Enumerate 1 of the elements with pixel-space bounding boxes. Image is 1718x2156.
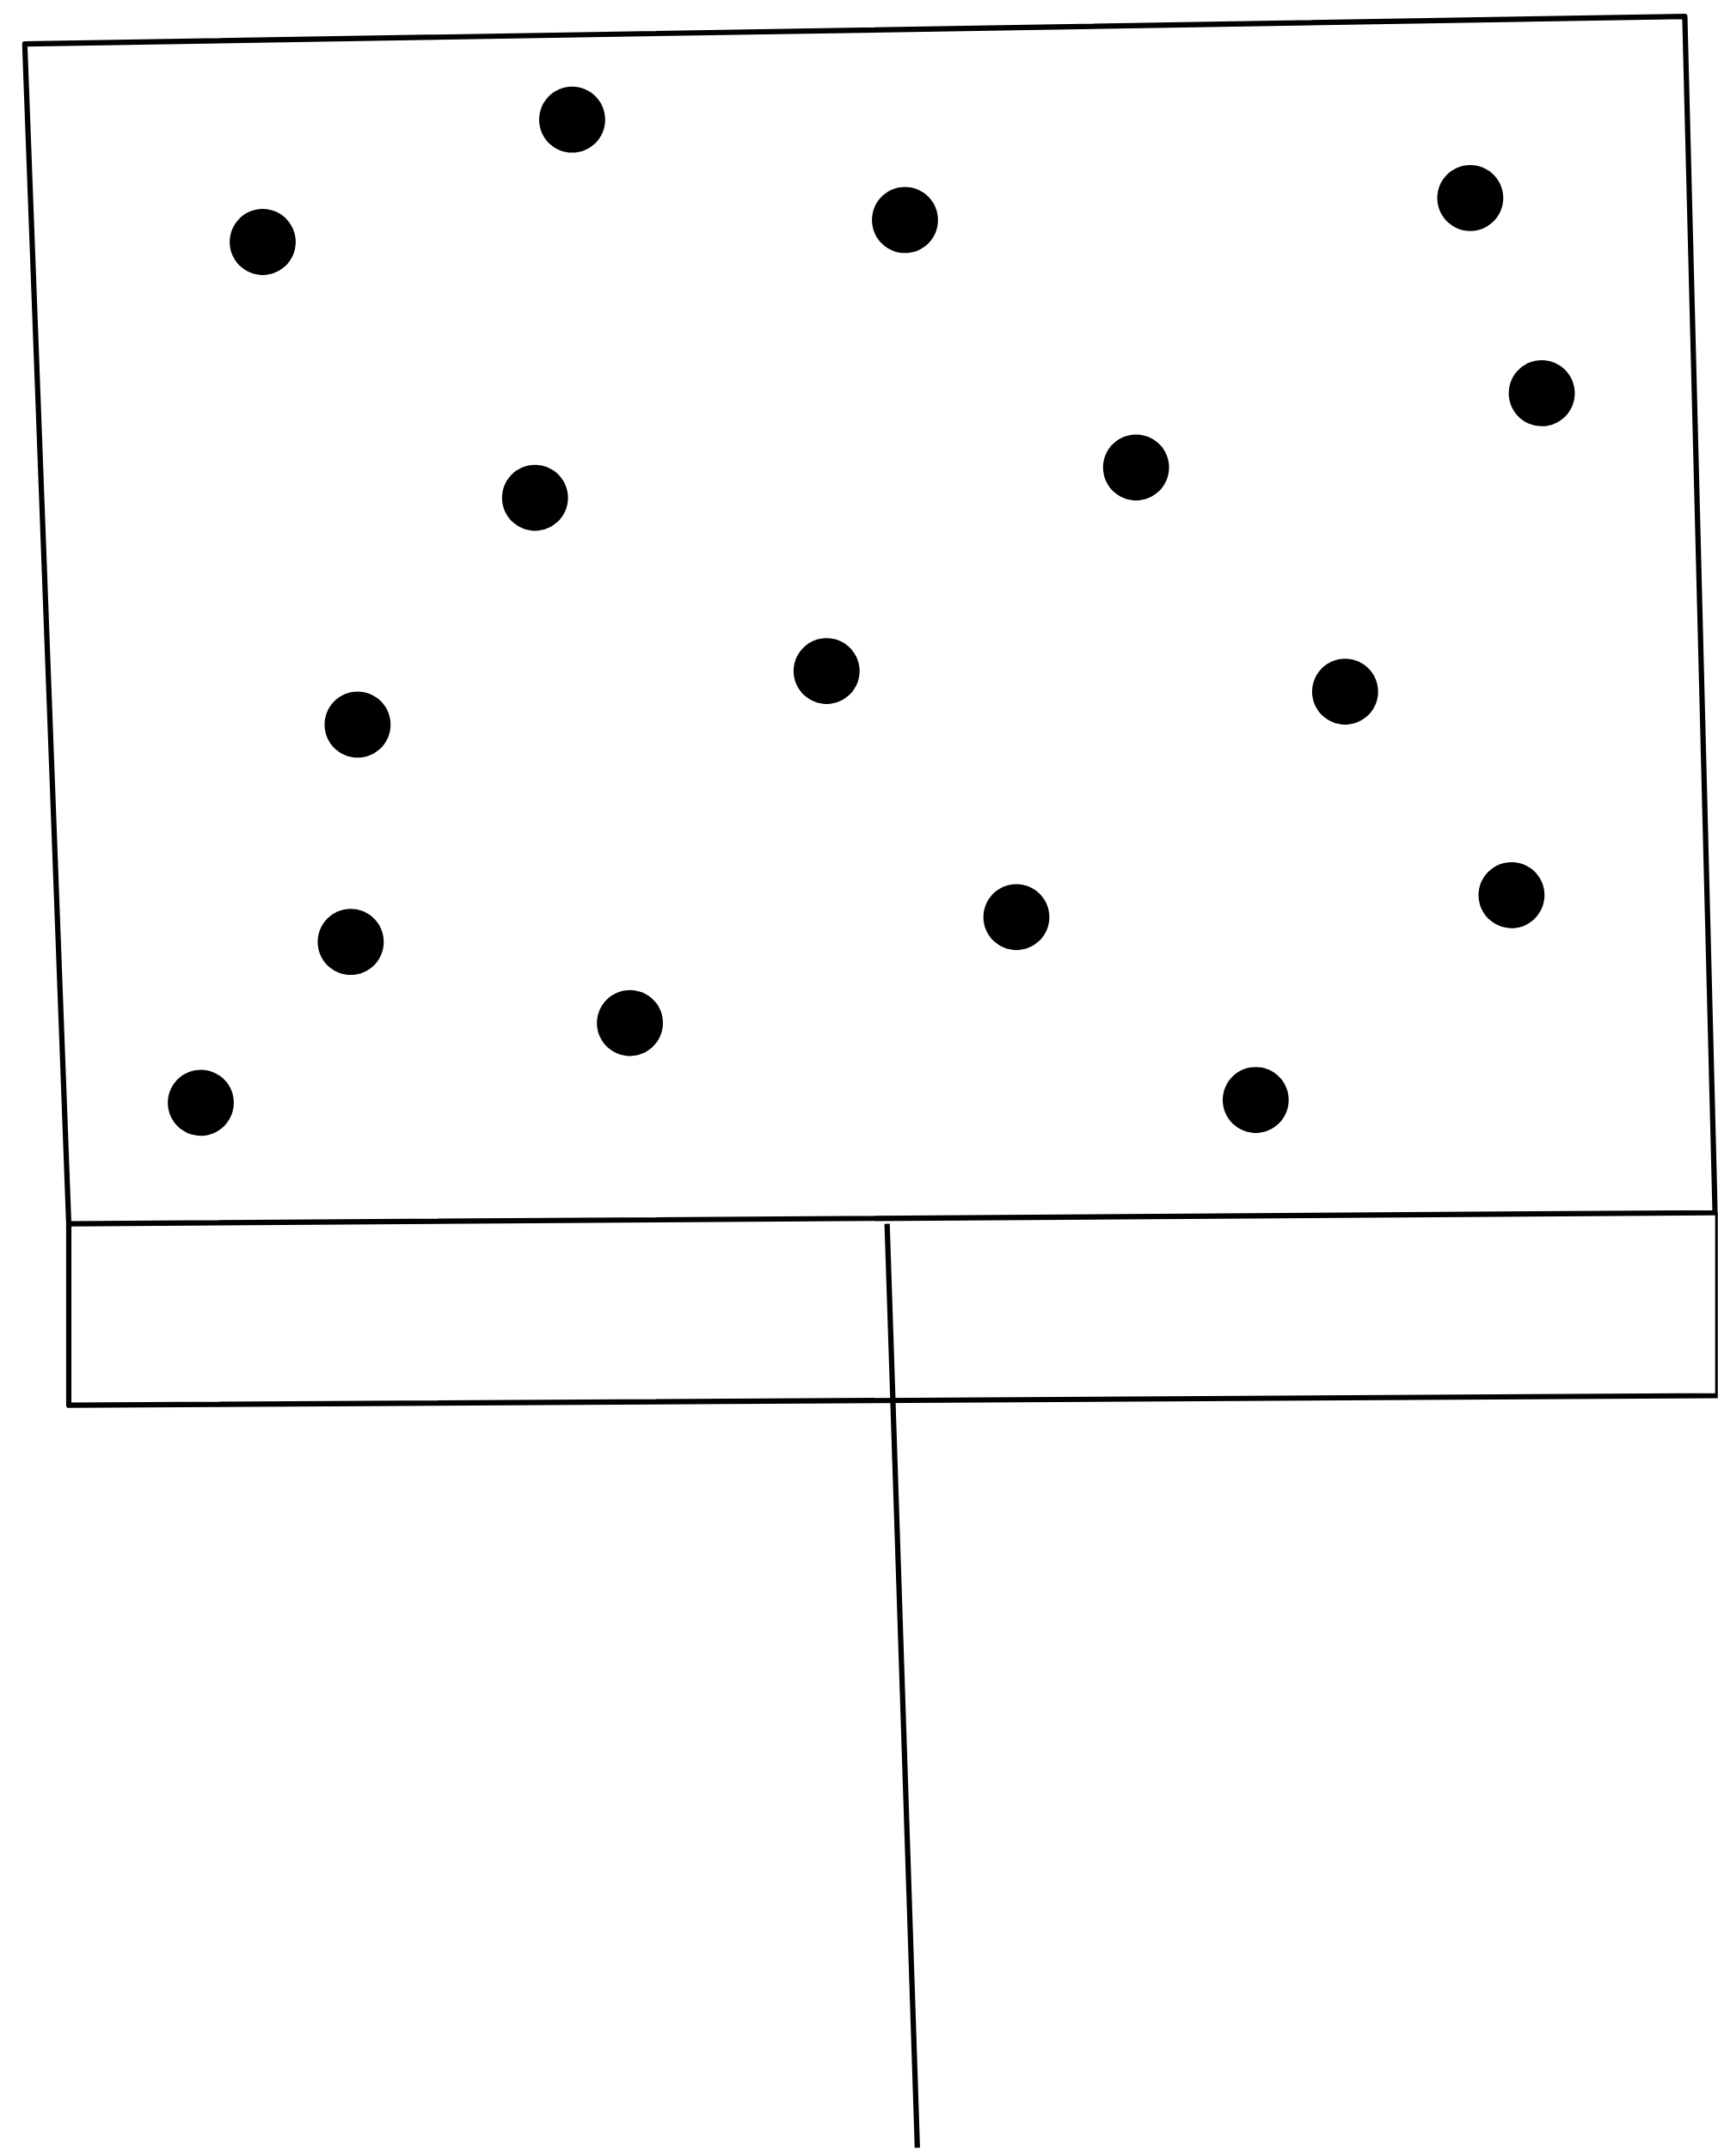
dotted-panel — [21, 14, 1718, 1227]
